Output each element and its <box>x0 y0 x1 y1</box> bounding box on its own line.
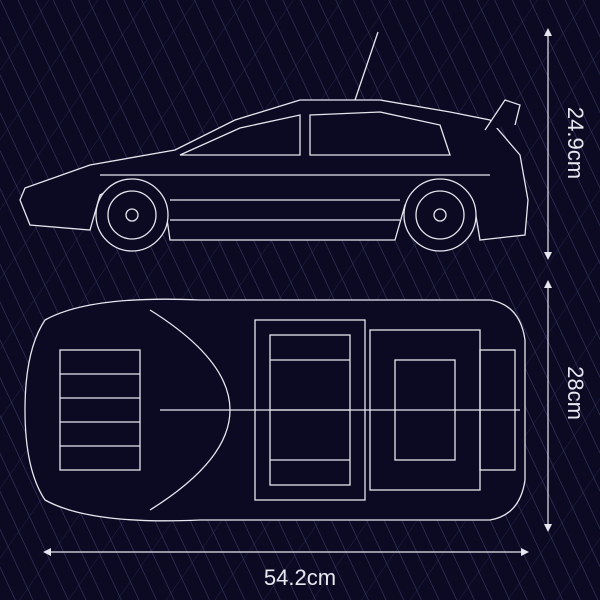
width-label: 28cm <box>563 366 588 420</box>
height-label: 24.9cm <box>563 106 588 180</box>
length-label: 54.2cm <box>263 565 337 590</box>
dimension-lines <box>43 28 552 556</box>
car-side-view <box>19 31 529 252</box>
car-top-view <box>24 298 526 522</box>
